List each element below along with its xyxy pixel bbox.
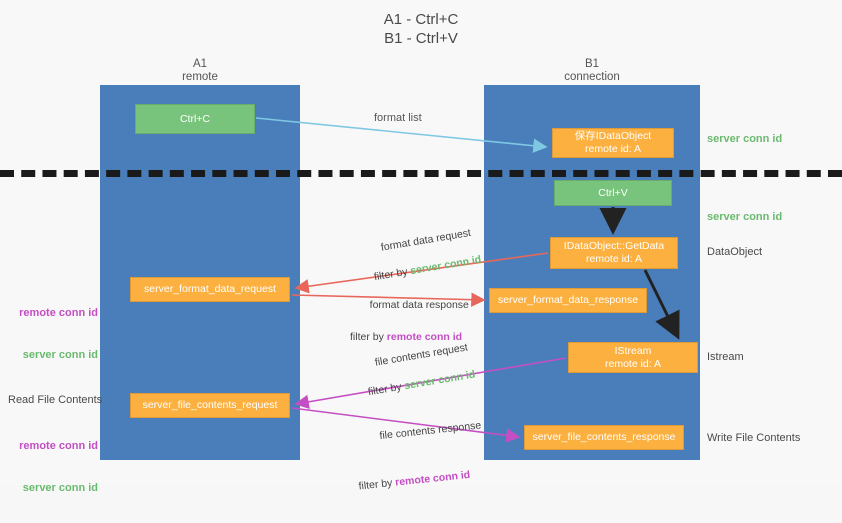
annotation-conn-ids-upper: remote conn id server conn id <box>8 278 98 390</box>
lane-header-b1: B1 connection <box>564 58 620 83</box>
node-ctrl-v-label: Ctrl+V <box>598 186 628 199</box>
filter-by-text: filter by <box>350 331 387 343</box>
annotation-conn-ids-lower: remote conn id server conn id <box>8 411 98 523</box>
caption-file-contents-response-line1: file contents response <box>378 419 482 443</box>
node-save-idataobject-label: 保存IDataObject <box>574 130 652 142</box>
node-istream[interactable]: IStream remote id: A <box>568 342 698 373</box>
phase-divider <box>0 170 842 177</box>
caption-file-contents-request-line1: file contents request <box>373 341 469 369</box>
caption-format-data-request-line1: format data request <box>379 226 472 254</box>
arrow-getdata-to-istream <box>643 269 680 340</box>
node-server-file-contents-request-label: server_file_contents_request <box>142 399 278 411</box>
caption-file-contents-response: file contents response filter by remote … <box>350 391 490 522</box>
arrow-file-contents-response <box>291 407 521 443</box>
caption-format-data-response-line1: format data response <box>369 299 469 311</box>
node-server-file-contents-response-label: server_file_contents_response <box>532 431 676 443</box>
caption-file-contents-response-line2: filter by remote conn id <box>358 466 487 493</box>
node-idataobject-getdata-sub: remote id: A <box>585 253 643 265</box>
annotation-server-conn-id: server conn id <box>22 482 98 494</box>
node-idataobject-getdata-label: IDataObject::GetData <box>563 240 665 252</box>
caption-format-list: format list <box>374 112 422 124</box>
arrow-format-list <box>255 117 548 153</box>
caption-format-data-response: format data response filter by remote co… <box>350 284 469 372</box>
arrow-format-data-request <box>294 252 549 294</box>
node-ctrl-c-label: Ctrl+C <box>179 112 211 125</box>
remote-conn-id-text: remote conn id <box>394 468 471 489</box>
filter-by-text: filter by <box>373 265 412 284</box>
node-server-format-data-request-label: server_format_data_request <box>144 283 276 295</box>
node-server-file-contents-request[interactable]: server_file_contents_request <box>130 393 290 418</box>
node-istream-sub: remote id: A <box>604 357 662 370</box>
node-ctrl-c[interactable]: Ctrl+C <box>135 104 255 134</box>
arrow-layer <box>255 117 680 443</box>
node-save-idataobject[interactable]: 保存IDataObject remote id: A <box>552 128 674 158</box>
caption-format-data-response-line2: filter by remote conn id <box>350 330 469 344</box>
diagram-canvas: A1 - Ctrl+C B1 - Ctrl+V A1 remote B1 con… <box>0 11 842 494</box>
node-idataobject-getdata[interactable]: IDataObject::GetData remote id: A <box>550 237 678 269</box>
node-server-file-contents-response[interactable]: server_file_contents_response <box>524 425 684 450</box>
annotation-read-file-contents: Read File Contents <box>8 394 103 406</box>
annotation-server-conn-id-mid: server conn id <box>707 211 783 223</box>
server-conn-id-text: server conn id <box>409 253 483 278</box>
annotation-remote-conn-id: remote conn id <box>19 440 98 452</box>
annotation-istream: Istream <box>707 351 744 363</box>
annotation-write-file-contents: Write File Contents <box>707 432 801 444</box>
annotation-server-conn-id: server conn id <box>22 349 98 361</box>
node-istream-label: IStream <box>614 344 652 357</box>
server-conn-id-text: server conn id <box>403 368 477 393</box>
arrow-format-data-response <box>291 292 486 307</box>
caption-format-data-request-line2: filter by server conn id <box>373 253 482 285</box>
node-save-idataobject-sub: remote id: A <box>584 143 642 155</box>
node-server-format-data-request[interactable]: server_format_data_request <box>130 277 290 302</box>
remote-conn-id-text: remote conn id <box>386 331 463 343</box>
lane-header-a1: A1 remote <box>182 58 218 83</box>
node-server-format-data-response-label: server_format_data_response <box>497 294 639 306</box>
node-ctrl-v[interactable]: Ctrl+V <box>554 180 672 206</box>
annotation-dataobject: DataObject <box>707 246 763 258</box>
node-server-format-data-response[interactable]: server_format_data_response <box>489 288 647 313</box>
annotation-remote-conn-id: remote conn id <box>19 307 98 319</box>
page-title: A1 - Ctrl+C B1 - Ctrl+V <box>383 11 459 47</box>
annotation-server-conn-id-top: server conn id <box>707 133 783 145</box>
arrow-file-contents-request <box>294 357 567 409</box>
filter-by-text: filter by <box>367 380 406 399</box>
